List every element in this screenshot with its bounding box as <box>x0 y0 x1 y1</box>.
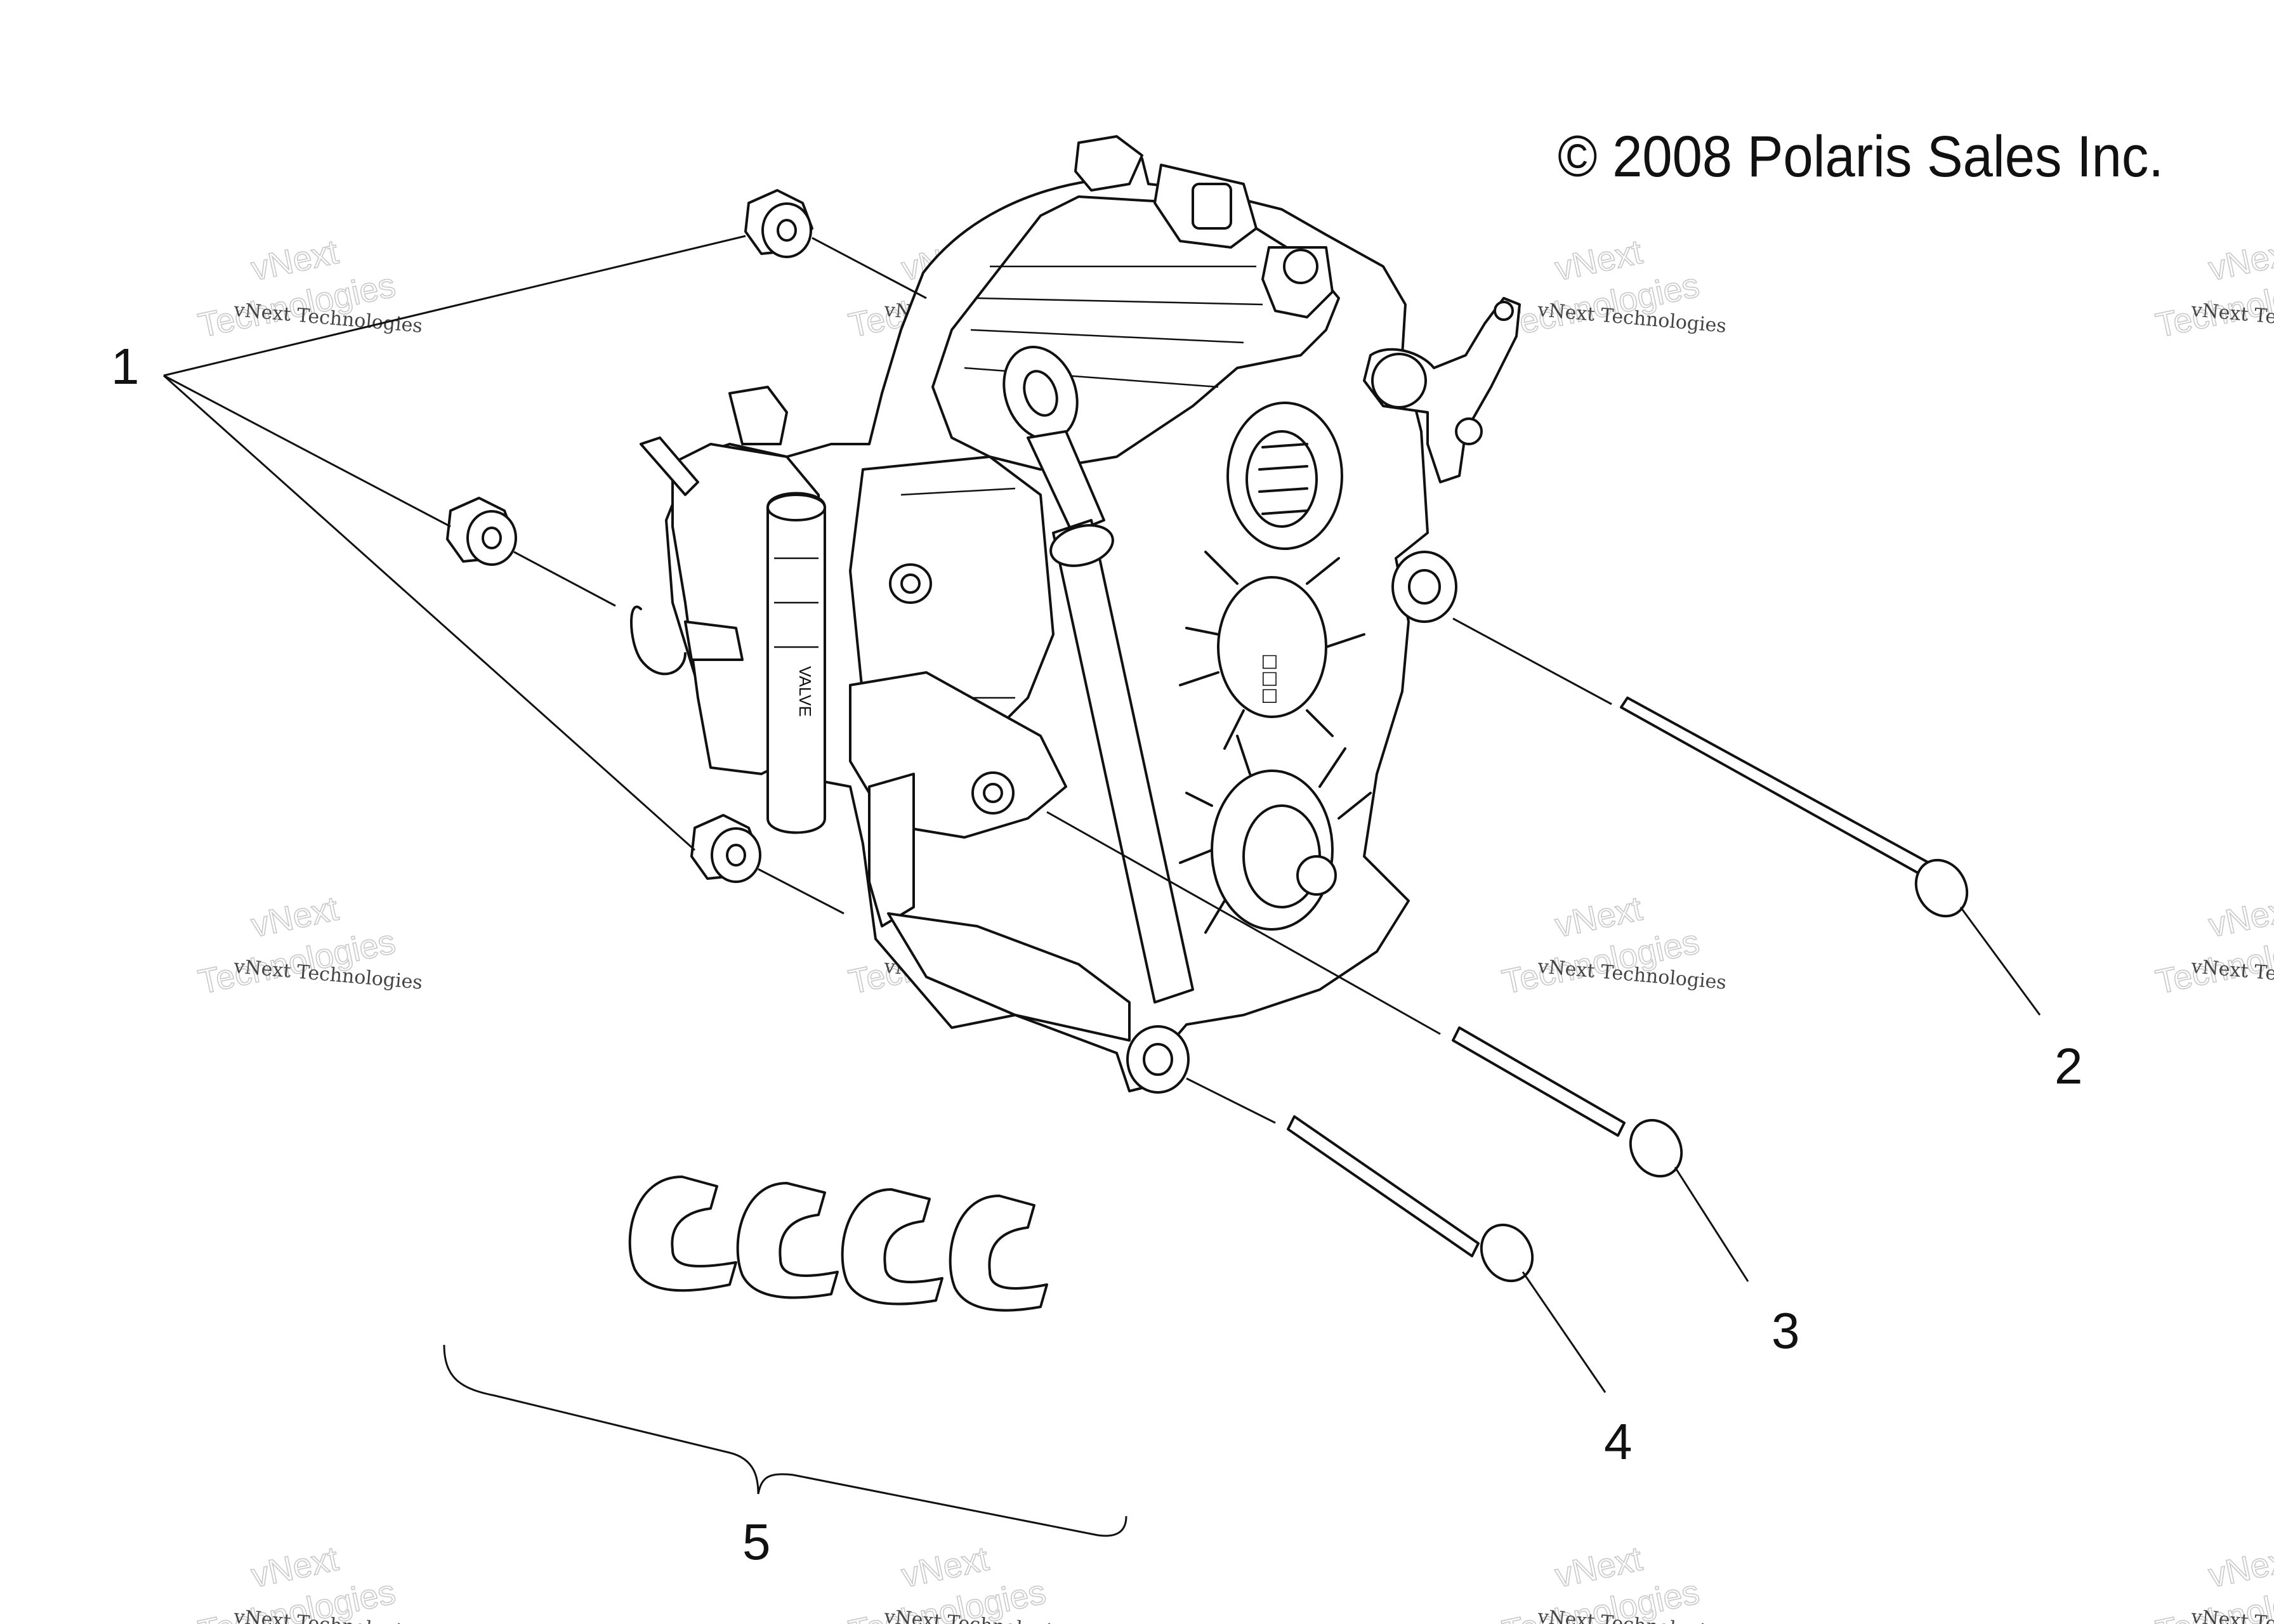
lower-output-flange <box>1179 735 1372 934</box>
watermark-large-line1: vNext <box>2205 233 2274 288</box>
leader-lines <box>163 235 2041 1537</box>
mount-ear-right <box>1391 551 1457 623</box>
callout-2: 2 <box>2054 1038 2083 1094</box>
flange-nut-1 <box>744 189 813 258</box>
retaining-clips <box>628 1175 1048 1312</box>
svg-text:VALVE: VALVE <box>796 666 815 717</box>
center-housing <box>849 455 1131 1042</box>
shift-actuator: VALVE <box>630 386 826 834</box>
bolt-item-2 <box>1620 697 1969 918</box>
copyright-notice: © 2008 Polaris Sales Inc. <box>1558 124 2164 189</box>
mount-ear-bottom <box>1126 1025 1190 1094</box>
watermark-large-line1: vNext <box>2205 889 2274 945</box>
transmission-drawing: ☐☐☐ VALVE <box>630 135 1521 1094</box>
watermark-large-line1: vNext <box>2205 1540 2274 1595</box>
gear-hub: ☐☐☐ <box>1179 551 1365 750</box>
bolt-item-3 <box>1452 1026 1683 1178</box>
svg-text:☐☐☐: ☐☐☐ <box>1258 653 1279 705</box>
upper-output-flange <box>1226 402 1343 550</box>
flange-nut-3 <box>690 814 761 883</box>
shift-lever <box>1363 297 1521 483</box>
callout-3: 3 <box>1771 1302 1800 1359</box>
flange-nut-2 <box>446 497 517 566</box>
callout-5: 5 <box>742 1514 771 1570</box>
callout-1: 1 <box>111 338 140 395</box>
bolt-item-4 <box>1287 1115 1534 1283</box>
tie-rod <box>1052 519 1194 1004</box>
callout-4: 4 <box>1604 1413 1633 1470</box>
